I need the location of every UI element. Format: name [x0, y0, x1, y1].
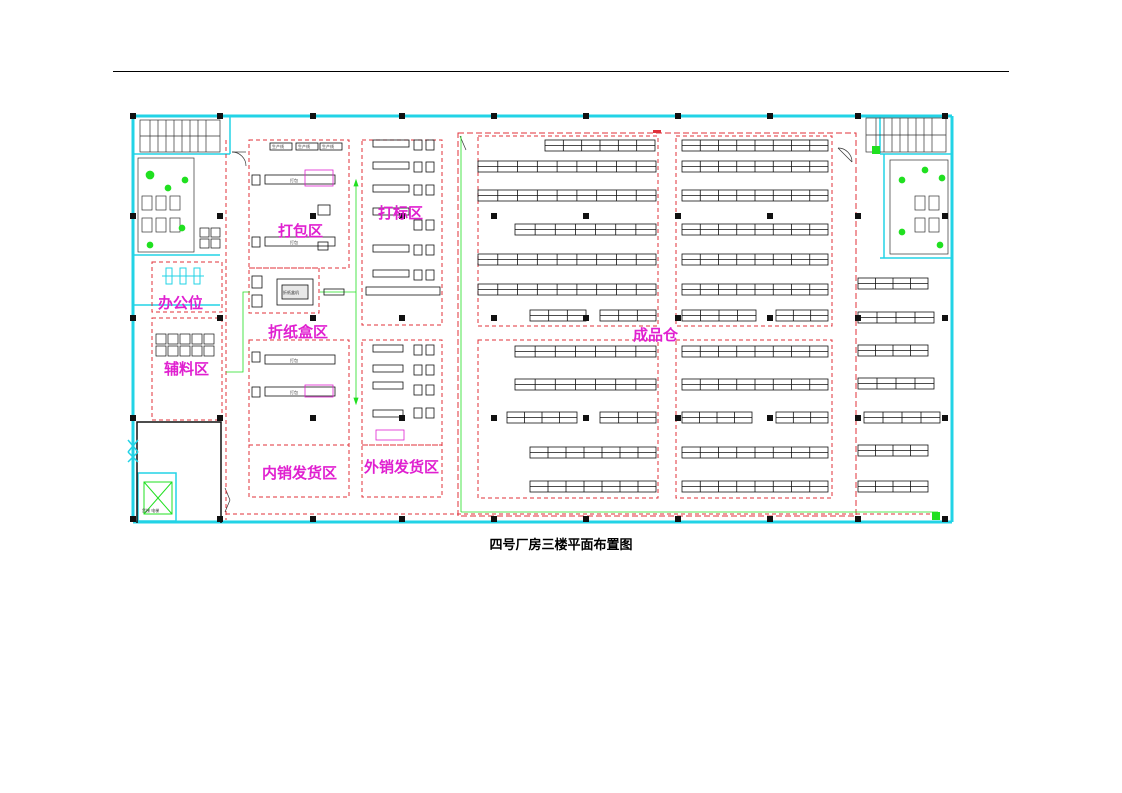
header-rule — [113, 71, 1009, 72]
finished-goods-racks — [477, 139, 941, 493]
labeling-stations — [365, 139, 441, 296]
packing-tag-3: 打包 — [290, 357, 298, 363]
column — [130, 113, 136, 119]
export-stations — [372, 344, 435, 441]
packing-workstations — [251, 142, 343, 398]
column — [942, 315, 948, 321]
office-desks — [162, 267, 204, 285]
column — [491, 213, 497, 219]
structural-columns — [130, 113, 948, 522]
column — [767, 516, 773, 522]
aux-shelves — [155, 227, 221, 357]
column — [399, 516, 405, 522]
column — [855, 113, 861, 119]
column — [767, 315, 773, 321]
column — [310, 415, 316, 421]
column — [583, 113, 589, 119]
figure-caption: 四号厂房三楼平面布置图 — [489, 538, 633, 553]
packing-line-tag-2: 生产线 — [298, 143, 310, 149]
column — [491, 315, 497, 321]
column — [217, 315, 223, 321]
marker-red — [653, 130, 661, 133]
column — [130, 315, 136, 321]
elevator-label: 货梯 电梯 — [142, 507, 159, 513]
column — [767, 213, 773, 219]
packing-tag-2: 打包 — [290, 239, 298, 245]
column — [217, 415, 223, 421]
column — [130, 415, 136, 421]
marker-green-top — [872, 146, 880, 154]
zone-label-packing: 打包区 — [278, 222, 323, 240]
column — [491, 516, 497, 522]
zone-label-finished-goods: 成品仓 — [633, 326, 679, 344]
column — [310, 315, 316, 321]
folding-machine — [251, 275, 345, 308]
elevator — [143, 481, 173, 515]
packing-tag-1: 打包 — [290, 177, 298, 183]
column — [217, 213, 223, 219]
column — [583, 315, 589, 321]
column — [491, 113, 497, 119]
column — [942, 415, 948, 421]
restroom-right — [889, 159, 949, 255]
column — [130, 213, 136, 219]
column — [675, 113, 681, 119]
stair-room-bottom-left — [136, 421, 222, 523]
marker-green — [932, 512, 940, 520]
column — [675, 315, 681, 321]
building-walls — [131, 114, 954, 524]
packing-tag-4: 打包 — [290, 389, 298, 395]
packing-line-tag-1: 生产线 — [272, 143, 284, 149]
column — [310, 113, 316, 119]
exit-marker-left — [127, 439, 139, 463]
column — [855, 516, 861, 522]
column — [942, 213, 948, 219]
zone-label-labeling: 打标区 — [378, 204, 423, 222]
zone-label-domestic-shipping: 内销发货区 — [262, 464, 337, 482]
column — [399, 315, 405, 321]
column — [767, 415, 773, 421]
column — [217, 516, 223, 522]
column — [942, 516, 948, 522]
column — [855, 315, 861, 321]
stairs-top-left — [139, 119, 221, 153]
zone-label-folding: 折纸盒区 — [268, 323, 328, 341]
folding-machine-label: 折纸盒机 — [283, 289, 299, 295]
column — [583, 415, 589, 421]
zone-label-auxiliary: 辅料区 — [164, 360, 209, 378]
column — [855, 415, 861, 421]
column — [310, 516, 316, 522]
inner-walls — [133, 116, 952, 522]
zone-label-office: 办公位 — [158, 294, 203, 312]
column — [217, 113, 223, 119]
column — [399, 415, 405, 421]
column — [491, 415, 497, 421]
column — [399, 213, 405, 219]
column — [675, 415, 681, 421]
material-route — [226, 136, 938, 513]
column — [310, 213, 316, 219]
column — [583, 213, 589, 219]
column — [855, 213, 861, 219]
column — [399, 113, 405, 119]
zone-boundaries — [151, 132, 940, 520]
column — [675, 213, 681, 219]
packing-line-tag-3: 生产线 — [322, 143, 334, 149]
column — [130, 516, 136, 522]
column — [942, 113, 948, 119]
column — [767, 113, 773, 119]
column — [583, 516, 589, 522]
zone-label-export-shipping: 外销发货区 — [363, 458, 439, 476]
stairs-top-right — [865, 117, 947, 153]
restroom-left — [137, 157, 195, 253]
column — [675, 516, 681, 522]
